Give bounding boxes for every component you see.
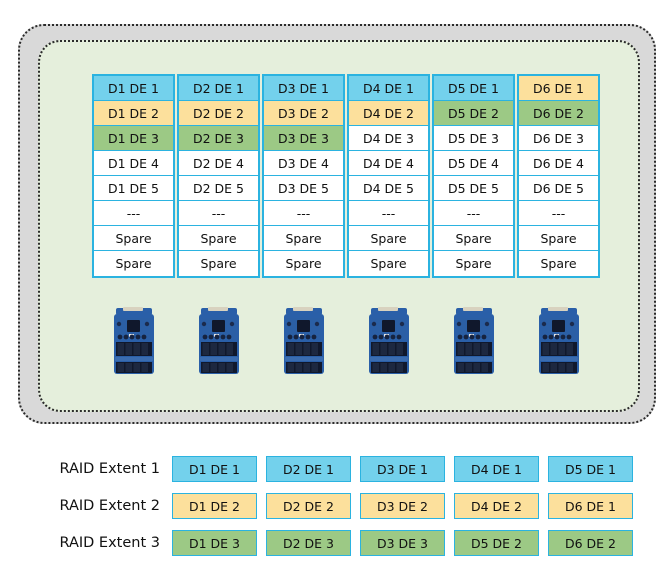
drive-extent-cell: D4 DE 3 bbox=[349, 126, 428, 151]
raid-extent-member-box: D5 DE 1 bbox=[548, 455, 633, 482]
disk-enclosure-d2 bbox=[177, 306, 260, 378]
raid-extent-members: D1 DE 3 D2 DE 3 D3 DE 3 D5 DE 2 D6 DE 2 bbox=[172, 529, 633, 556]
raid-extent-member-box: D1 DE 3 bbox=[172, 529, 257, 556]
disk-enclosure-icon bbox=[198, 307, 239, 374]
drive-extent-cell: D1 DE 2 bbox=[94, 101, 173, 126]
extent-ellipsis-cell: --- bbox=[179, 201, 258, 226]
raid-extent-label: RAID Extent 3 bbox=[59, 534, 160, 551]
raid-extent-row: RAID Extent 3 D1 DE 3 D2 DE 3 D3 DE 3 D5 DE … bbox=[0, 524, 666, 561]
drive-extent-cell: D1 DE 4 bbox=[94, 151, 173, 176]
raid-extent-member-box: D3 DE 2 bbox=[360, 492, 445, 519]
spare-extent-cell: Spare bbox=[434, 226, 513, 251]
raid-extent-members: D1 DE 1 D2 DE 1 D3 DE 1 D4 DE 1 D5 DE 1 bbox=[172, 455, 633, 482]
spare-extent-cell: Spare bbox=[179, 226, 258, 251]
raid-extent-member-box: D6 DE 2 bbox=[548, 529, 633, 556]
raid-extent-member-box: D2 DE 3 bbox=[266, 529, 351, 556]
drive-extent-cell: D5 DE 4 bbox=[434, 151, 513, 176]
drive-extent-cell: D2 DE 5 bbox=[179, 176, 258, 201]
drive-extent-cell: D3 DE 5 bbox=[264, 176, 343, 201]
raid-extent-row: RAID Extent 1 D1 DE 1 D2 DE 1 D3 DE 1 D4 DE … bbox=[0, 450, 666, 487]
drive-extent-cell: D6 DE 2 bbox=[519, 101, 598, 126]
drive-extent-cell: D5 DE 5 bbox=[434, 176, 513, 201]
drive-extent-cell: D1 DE 1 bbox=[94, 76, 173, 101]
disk-enclosure-icon bbox=[283, 307, 324, 374]
drive-extent-cell: D4 DE 5 bbox=[349, 176, 428, 201]
drive-extent-cell: D5 DE 2 bbox=[434, 101, 513, 126]
spare-extent-cell: Spare bbox=[349, 251, 428, 276]
raid-extent-legend: RAID Extent 1 D1 DE 1 D2 DE 1 D3 DE 1 D4 DE … bbox=[0, 450, 666, 561]
spare-extent-cell: Spare bbox=[264, 226, 343, 251]
raid-extent-label: RAID Extent 1 bbox=[59, 460, 160, 477]
raid-extent-member-box: D3 DE 3 bbox=[360, 529, 445, 556]
extent-ellipsis-cell: --- bbox=[519, 201, 598, 226]
raid-extent-members: D1 DE 2 D2 DE 2 D3 DE 2 D4 DE 2 D6 DE 1 bbox=[172, 492, 633, 519]
disk-enclosure-d4 bbox=[347, 306, 430, 378]
raid-extent-label: RAID Extent 2 bbox=[59, 497, 160, 514]
drive-extent-cell: D6 DE 5 bbox=[519, 176, 598, 201]
disk-enclosure-d3 bbox=[262, 306, 345, 378]
disk-enclosure-icon bbox=[368, 307, 409, 374]
raid-extent-member-box: D2 DE 2 bbox=[266, 492, 351, 519]
drive-extent-cell: D4 DE 2 bbox=[349, 101, 428, 126]
drive-extent-cell: D2 DE 2 bbox=[179, 101, 258, 126]
spare-extent-cell: Spare bbox=[94, 251, 173, 276]
raid-extent-row: RAID Extent 2 D1 DE 2 D2 DE 2 D3 DE 2 D4 DE … bbox=[0, 487, 666, 524]
spare-extent-cell: Spare bbox=[349, 226, 428, 251]
spare-extent-cell: Spare bbox=[179, 251, 258, 276]
raid-extent-member-box: D1 DE 1 bbox=[172, 455, 257, 482]
drive-extent-cell: D1 DE 5 bbox=[94, 176, 173, 201]
raid-extent-member-box: D1 DE 2 bbox=[172, 492, 257, 519]
spare-extent-cell: Spare bbox=[434, 251, 513, 276]
raid-extent-member-box: D4 DE 1 bbox=[454, 455, 539, 482]
extent-ellipsis-cell: --- bbox=[434, 201, 513, 226]
drive-extent-cell: D2 DE 1 bbox=[179, 76, 258, 101]
drive-extent-cell: D3 DE 4 bbox=[264, 151, 343, 176]
drive-extent-cell: D6 DE 1 bbox=[519, 76, 598, 101]
disk-enclosure-d6 bbox=[517, 306, 600, 378]
drive-extent-cell: D3 DE 2 bbox=[264, 101, 343, 126]
raid-extent-member-box: D2 DE 1 bbox=[266, 455, 351, 482]
spare-extent-cell: Spare bbox=[264, 251, 343, 276]
extent-ellipsis-cell: --- bbox=[94, 201, 173, 226]
drive-extent-cell: D6 DE 3 bbox=[519, 126, 598, 151]
drive-extent-cell: D3 DE 3 bbox=[264, 126, 343, 151]
drive-extent-cell: D5 DE 1 bbox=[434, 76, 513, 101]
disk-enclosure-icon bbox=[113, 307, 154, 374]
spare-extent-cell: Spare bbox=[519, 251, 598, 276]
drive-extent-cell: D2 DE 4 bbox=[179, 151, 258, 176]
raid-extent-member-box: D3 DE 1 bbox=[360, 455, 445, 482]
drive-extent-cell: D6 DE 4 bbox=[519, 151, 598, 176]
drive-extent-cell: D1 DE 3 bbox=[94, 126, 173, 151]
drive-extent-cell: D4 DE 4 bbox=[349, 151, 428, 176]
spare-extent-cell: Spare bbox=[94, 226, 173, 251]
raid-extent-member-box: D6 DE 1 bbox=[548, 492, 633, 519]
drive-extent-cell: D5 DE 3 bbox=[434, 126, 513, 151]
raid-extent-member-box: D4 DE 2 bbox=[454, 492, 539, 519]
disk-enclosure-d1 bbox=[92, 306, 175, 378]
spare-extent-cell: Spare bbox=[519, 226, 598, 251]
disk-enclosure-icon bbox=[453, 307, 494, 374]
drive-extent-cell: D4 DE 1 bbox=[349, 76, 428, 101]
disk-enclosure-icon bbox=[538, 307, 579, 374]
extent-ellipsis-cell: --- bbox=[349, 201, 428, 226]
disk-enclosure-d5 bbox=[432, 306, 515, 378]
drive-extent-cell: D2 DE 3 bbox=[179, 126, 258, 151]
raid-extent-member-box: D5 DE 2 bbox=[454, 529, 539, 556]
drive-extent-cell: D3 DE 1 bbox=[264, 76, 343, 101]
extent-ellipsis-cell: --- bbox=[264, 201, 343, 226]
disk-enclosure-row bbox=[92, 306, 600, 378]
